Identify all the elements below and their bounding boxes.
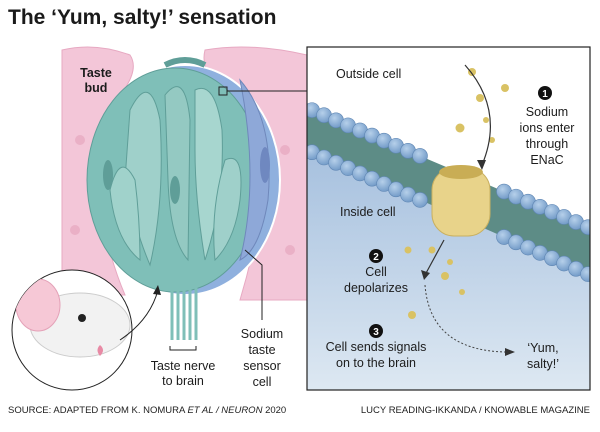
taste-bud <box>86 57 307 351</box>
mouse-illustration <box>11 269 161 391</box>
step-1: 1 Sodium ions enter through ENaC <box>520 86 575 167</box>
step-3: 3 Cell sends signals on to the brain <box>326 324 427 370</box>
phospholipid-head <box>412 148 428 164</box>
sensor-cell-label: sensor <box>243 359 281 373</box>
sodium-ion <box>428 246 436 254</box>
sensor-cell-label: Sodium <box>241 327 283 341</box>
sodium-ion <box>489 137 495 143</box>
step-number: 1 <box>542 89 548 100</box>
illustrator-credit: LUCY READING-IKKANDA / KNOWABLE MAGAZINE <box>360 405 590 416</box>
source-credit: SOURCE: ADAPTED FROM K. NOMURA ET AL / N… <box>8 405 286 416</box>
yum-salty-label: ‘Yum, <box>527 341 558 355</box>
step-number-badge <box>369 324 383 338</box>
step-text: ENaC <box>530 153 563 167</box>
source-year: 2020 <box>262 405 287 416</box>
sodium-ion <box>455 123 465 133</box>
sodium-ion <box>501 84 509 92</box>
source-text: SOURCE: ADAPTED FROM K. NOMURA <box>8 405 188 416</box>
sensor-cell-label: cell <box>253 375 272 389</box>
phospholipid-head <box>580 266 590 282</box>
phospholipid-head <box>580 219 590 235</box>
step-text: depolarizes <box>344 281 408 295</box>
panel-frame <box>306 46 591 391</box>
cell-membrane-panel <box>307 47 590 390</box>
inside-cell-label: Inside cell <box>340 205 396 219</box>
outside-cell-label: Outside cell <box>336 67 401 81</box>
step-text: Cell sends signals <box>326 340 427 354</box>
taste-nerve-label: to brain <box>162 374 204 388</box>
taste-nerve-label: Taste nerve <box>151 359 216 373</box>
phospholipid-head <box>412 192 428 208</box>
sodium-ion <box>408 311 416 319</box>
sodium-ions <box>404 68 509 319</box>
sodium-ion <box>476 94 484 102</box>
step-number-badge <box>369 249 383 263</box>
enac-channel <box>431 165 491 237</box>
step-text: ions enter <box>520 121 575 135</box>
sodium-ion <box>483 117 489 123</box>
taste-bud-label: Taste <box>80 66 112 80</box>
sodium-ion <box>404 246 412 254</box>
sodium-ion <box>441 272 449 280</box>
step-text: Cell <box>365 265 387 279</box>
source-italic: ET AL / NEURON <box>187 405 263 416</box>
sodium-ion <box>447 259 453 265</box>
step-text: Sodium <box>526 105 568 119</box>
sodium-ion <box>468 68 476 76</box>
taste-bud-label: bud <box>85 81 108 95</box>
yum-salty-label: salty!’ <box>527 357 559 371</box>
sodium-ion <box>459 289 465 295</box>
step-number: 2 <box>373 252 379 263</box>
step-text: on to the brain <box>336 356 416 370</box>
sensor-cell-label: taste <box>248 343 275 357</box>
step-2: 2 Cell depolarizes <box>344 249 408 295</box>
step-text: through <box>526 137 568 151</box>
page-title: The ‘Yum, salty!’ sensation <box>8 6 277 29</box>
step-number-badge <box>538 86 552 100</box>
step-number: 3 <box>373 327 379 338</box>
